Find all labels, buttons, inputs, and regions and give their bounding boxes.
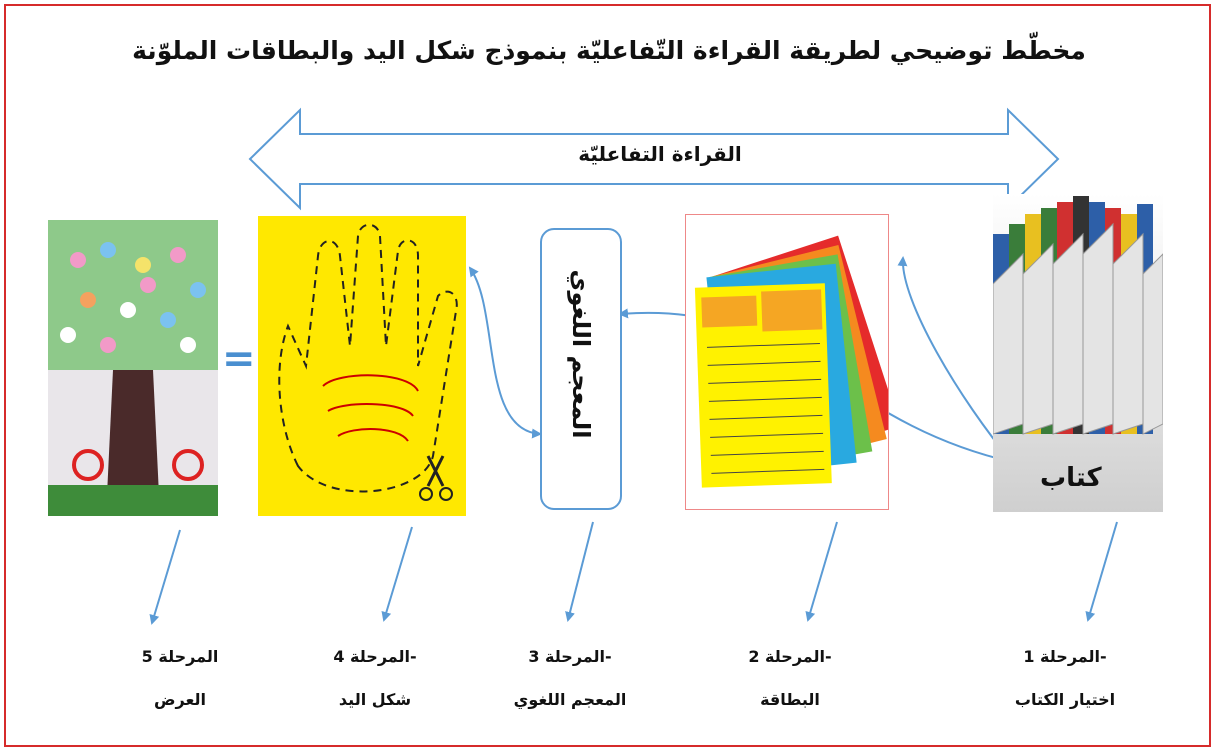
- stage-5-number: المرحلة 5: [141, 647, 219, 666]
- stage-1-name: اختيار الكتاب: [1014, 690, 1116, 709]
- stage-5-label: المرحلة 5 العرض: [90, 640, 270, 709]
- stage-3-number: -المرحلة 3: [528, 647, 612, 666]
- stage-5-name: العرض: [154, 690, 206, 709]
- stage-3-name: المعجم اللغوي: [513, 690, 627, 709]
- colored-cards-image: [685, 214, 889, 510]
- interactive-reading-double-arrow: [248, 107, 1060, 211]
- stage-1-number: -المرحلة 1: [1023, 647, 1107, 666]
- pointer-stage-4: [381, 526, 413, 622]
- dictionary-box-label: المعجم اللغوي: [567, 269, 595, 439]
- stage-2-number: -المرحلة 2: [748, 647, 832, 666]
- diagram-title: مخطّط توضيحي لطريقة القراءة التّفاعليّة …: [132, 36, 1086, 65]
- stage-2-label: -المرحلة 2 البطاقة: [700, 640, 880, 709]
- pointer-stage-2: [805, 521, 838, 622]
- hand-shape-image: [258, 216, 466, 516]
- banner-label: القراءة التفاعليّة: [578, 142, 742, 166]
- pointer-stage-5: [149, 529, 181, 625]
- pointer-stage-3: [565, 521, 594, 622]
- equals-sign: =: [222, 336, 256, 382]
- stage-4-number: -المرحلة 4: [333, 647, 417, 666]
- dictionary-box: المعجم اللغوي: [540, 228, 622, 510]
- book-label: كتاب: [1040, 463, 1102, 493]
- stage-4-label: -المرحلة 4 شكل اليد: [285, 640, 465, 709]
- stage-1-label: -المرحلة 1 اختيار الكتاب: [975, 640, 1155, 709]
- stage-2-name: البطاقة: [760, 690, 820, 709]
- books-image: [993, 194, 1163, 512]
- connector-dictionary-to-hand: [468, 266, 542, 439]
- stage-4-name: شكل اليد: [338, 690, 412, 709]
- handprint-tree-image: [48, 220, 218, 516]
- pointer-stage-1: [1085, 521, 1118, 622]
- diagram-frame: [4, 4, 1211, 747]
- stage-3-label: -المرحلة 3 المعجم اللغوي: [480, 640, 660, 709]
